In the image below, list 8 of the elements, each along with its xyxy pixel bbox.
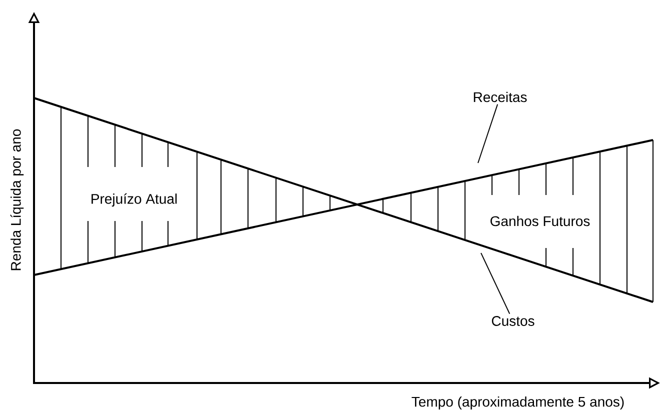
curve-label: Custos: [492, 316, 534, 326]
axis-title: Tempo (aproximadamente 5 anos): [412, 396, 624, 410]
region-label: Prejuízo Atual: [92, 193, 177, 207]
region-label: Ganhos Futuros: [490, 216, 590, 226]
leader-line: [478, 104, 498, 164]
leader-line: [480, 252, 510, 314]
curve-label: Receitas: [474, 92, 527, 102]
axis-title: Renda Líquida por ano: [10, 129, 24, 270]
